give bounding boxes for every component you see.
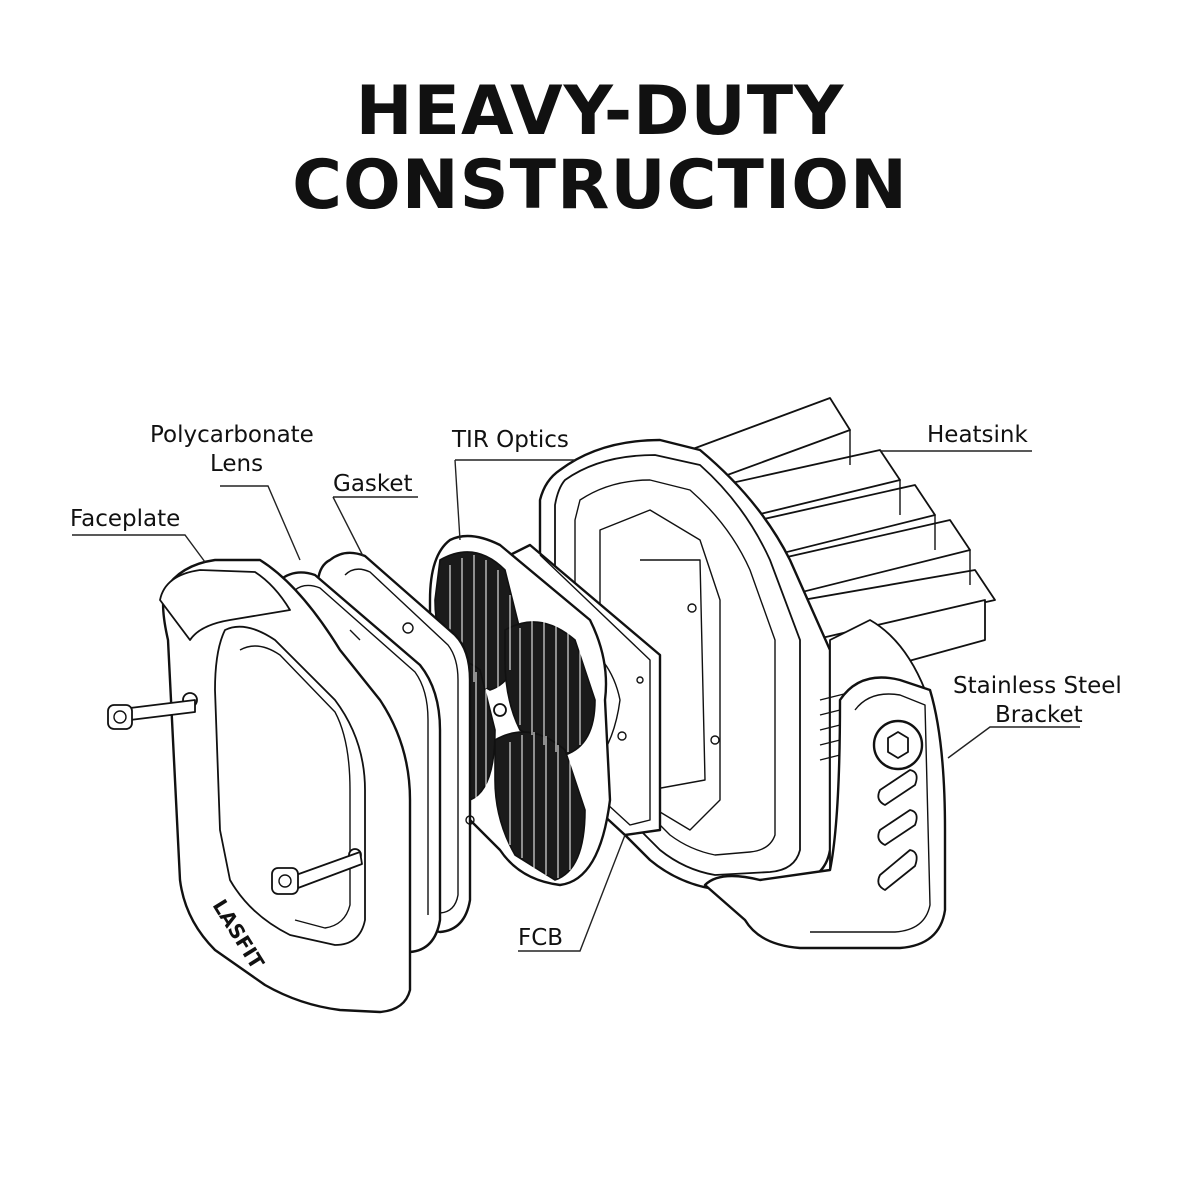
label-polycarbonate-lens-line2: Lens	[210, 451, 263, 477]
stainless-steel-bracket	[703, 676, 947, 950]
callout-labels: Polycarbonate Lens TIR Optics Heatsink G…	[70, 422, 1122, 951]
label-tir-optics: TIR Optics	[451, 427, 569, 453]
label-heatsink: Heatsink	[927, 422, 1029, 448]
label-faceplate: Faceplate	[70, 506, 180, 532]
label-stainless-steel-bracket-line1: Stainless Steel	[953, 673, 1122, 699]
label-fcb: FCB	[518, 925, 563, 951]
screw-bottom	[271, 851, 363, 895]
leader-lines	[72, 450, 1080, 952]
label-gasket: Gasket	[333, 471, 413, 497]
label-polycarbonate-lens-line1: Polycarbonate	[150, 422, 314, 448]
label-stainless-steel-bracket-line2: Bracket	[995, 702, 1083, 728]
title-line-1: HEAVY-DUTY	[355, 72, 845, 151]
screw-top	[107, 699, 196, 730]
title-line-2: CONSTRUCTION	[292, 146, 908, 225]
